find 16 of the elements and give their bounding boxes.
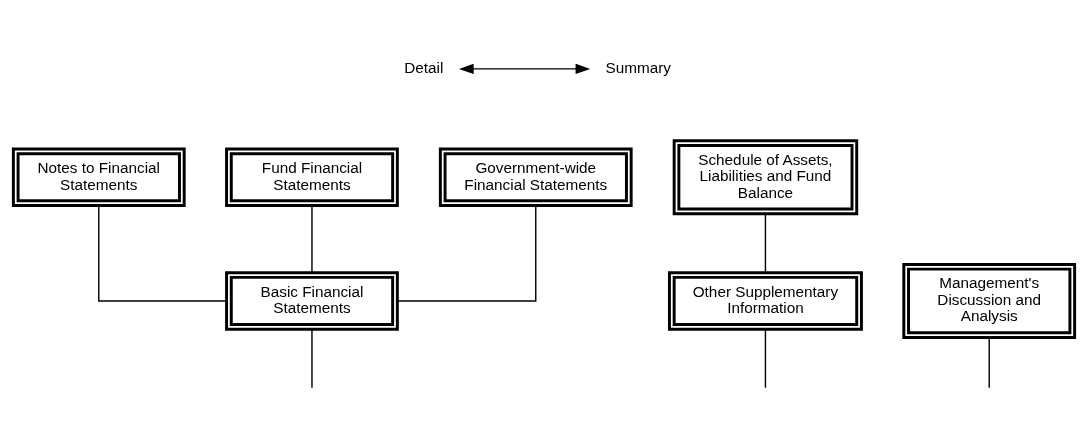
connector bbox=[764, 213, 767, 274]
node-box: Schedule of Assets, Liabilities and Fund Balance bbox=[672, 139, 859, 216]
label: Detail bbox=[404, 58, 444, 76]
connector bbox=[988, 337, 990, 389]
connector bbox=[311, 328, 313, 389]
node-box: Other Supplementary Information bbox=[667, 271, 863, 331]
node-box: Fund Financial Statements bbox=[225, 147, 399, 207]
node-box: Government-wide Financial Statements bbox=[438, 147, 633, 207]
connector bbox=[98, 204, 228, 302]
connector bbox=[396, 204, 537, 302]
node-box: Basic Financial Statements bbox=[225, 271, 399, 331]
connector bbox=[311, 205, 313, 274]
connector bbox=[764, 328, 767, 389]
node-box: Notes to Financial Statements bbox=[11, 147, 186, 207]
node-box: Management's Discussion and Analysis bbox=[902, 262, 1077, 339]
label: Summary bbox=[605, 58, 671, 76]
